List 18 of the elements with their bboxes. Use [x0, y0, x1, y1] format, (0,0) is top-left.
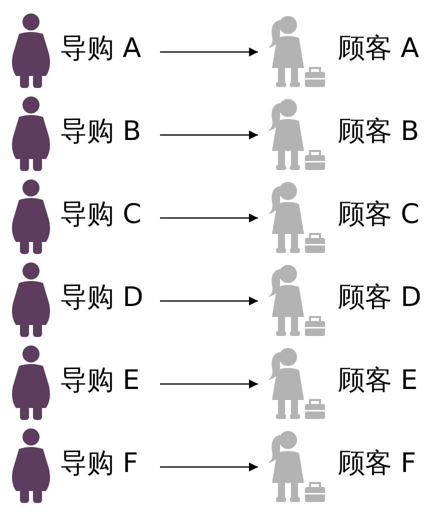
role-label: 顾客 A — [338, 32, 420, 66]
role-label: 顾客 D — [338, 281, 422, 315]
role-label: 导购 A — [60, 32, 142, 66]
arrow — [160, 47, 258, 57]
role-label: 顾客 B — [338, 115, 420, 149]
role-label: 顾客 F — [338, 447, 416, 481]
arrow — [160, 213, 258, 223]
role-label: 导购 E — [60, 364, 140, 398]
role-label: 顾客 C — [338, 198, 420, 232]
arrow — [160, 296, 258, 306]
role-label: 顾客 E — [338, 364, 418, 398]
role-label: 导购 D — [60, 281, 144, 315]
role-label: 导购 B — [60, 115, 142, 149]
arrow — [160, 462, 258, 472]
role-label: 导购 C — [60, 198, 142, 232]
role-label: 导购 F — [60, 447, 138, 481]
arrow — [160, 379, 258, 389]
arrow — [160, 130, 258, 140]
